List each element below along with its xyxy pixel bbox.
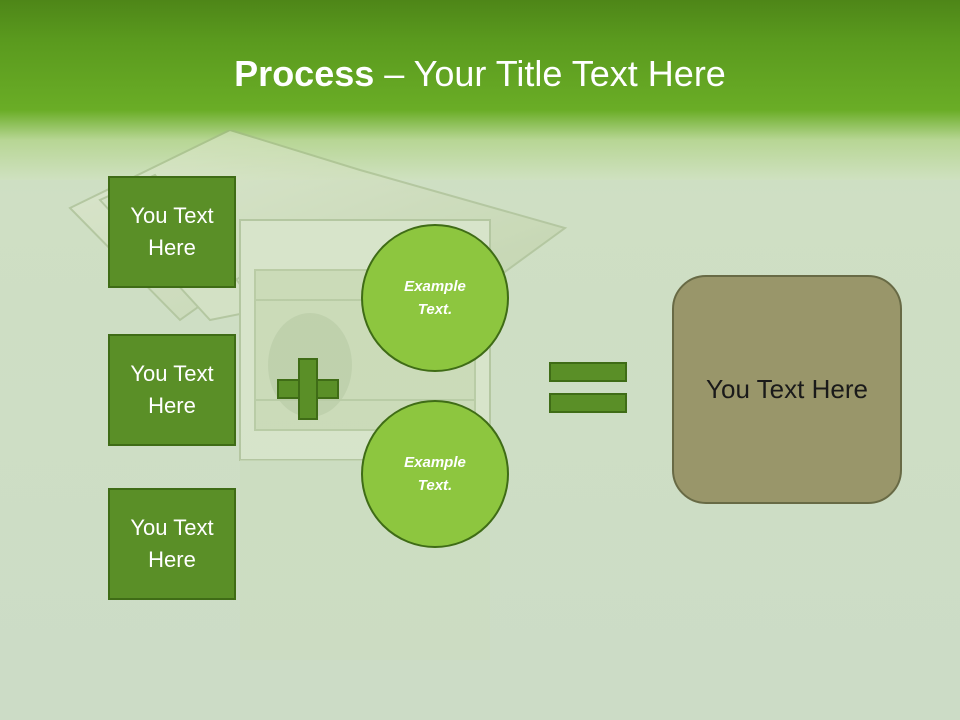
result-box-label: You Text Here bbox=[706, 374, 868, 404]
text-box-3[interactable]: You Text Here bbox=[108, 488, 236, 600]
example-circle-2[interactable]: Example Text. bbox=[361, 400, 509, 548]
slide-title-rest: Your Title Text Here bbox=[413, 53, 726, 94]
text-box-2-line2: Here bbox=[148, 393, 196, 418]
slide-title-dash: – bbox=[374, 53, 414, 94]
example-circle-1[interactable]: Example Text. bbox=[361, 224, 509, 372]
text-box-2-line1: You Text bbox=[130, 361, 214, 386]
text-box-1-line2: Here bbox=[148, 235, 196, 260]
text-box-1-line1: You Text bbox=[130, 203, 214, 228]
text-box-3-line2: Here bbox=[148, 547, 196, 572]
example-circle-1-line1: Example bbox=[404, 278, 466, 295]
text-box-3-line1: You Text bbox=[130, 515, 214, 540]
example-circle-2-line1: Example bbox=[404, 454, 466, 471]
text-box-2[interactable]: You Text Here bbox=[108, 334, 236, 446]
slide-title: Process – Your Title Text Here bbox=[0, 52, 960, 96]
result-box[interactable]: You Text Here bbox=[672, 275, 902, 504]
example-circle-2-line2: Text. bbox=[417, 477, 453, 494]
title-bar bbox=[0, 0, 960, 180]
equals-icon bbox=[549, 362, 627, 414]
text-box-1[interactable]: You Text Here bbox=[108, 176, 236, 288]
plus-icon bbox=[277, 358, 339, 420]
example-circle-1-line2: Text. bbox=[417, 301, 453, 318]
slide-title-bold: Process bbox=[234, 53, 375, 94]
